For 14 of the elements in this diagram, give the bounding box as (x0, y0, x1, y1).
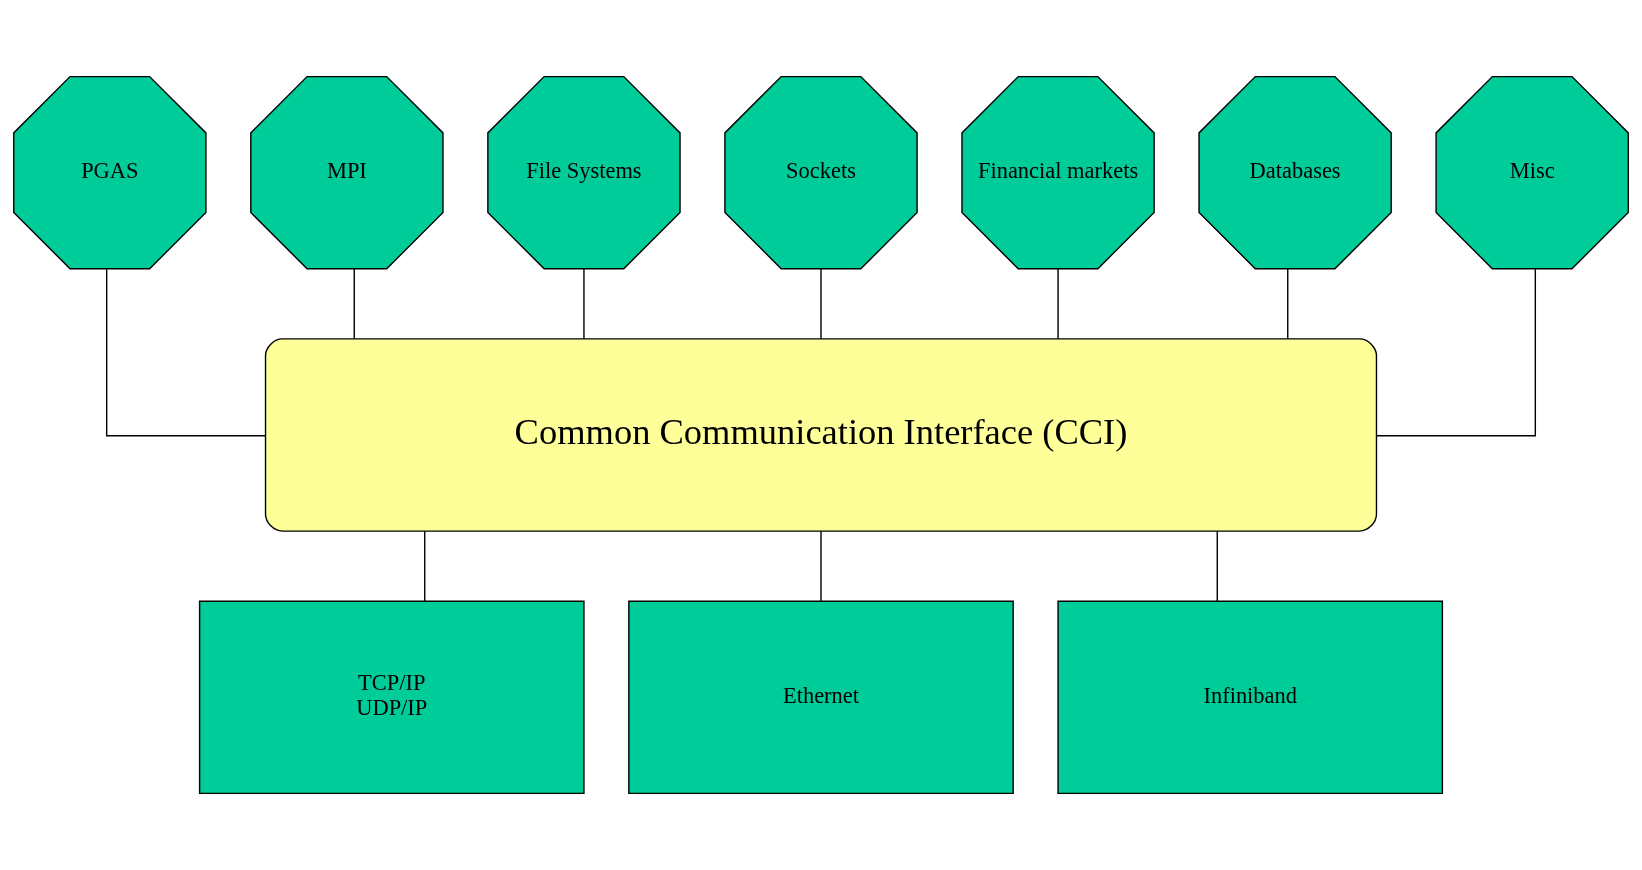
node-box: Common Communication Interface (CCI) (264, 338, 1378, 532)
connector (1057, 268, 1059, 340)
connector (1376, 268, 1536, 437)
node-box: TCP/IP UDP/IP (198, 600, 585, 795)
connector (583, 268, 585, 340)
node-box: Infiniband (1057, 600, 1444, 795)
connector (106, 268, 266, 437)
connector (424, 530, 426, 602)
connector (353, 268, 355, 340)
connector (820, 268, 822, 340)
connector (1287, 268, 1289, 340)
connector (820, 530, 822, 602)
connector (1216, 530, 1218, 602)
node-box: Ethernet (628, 600, 1014, 795)
